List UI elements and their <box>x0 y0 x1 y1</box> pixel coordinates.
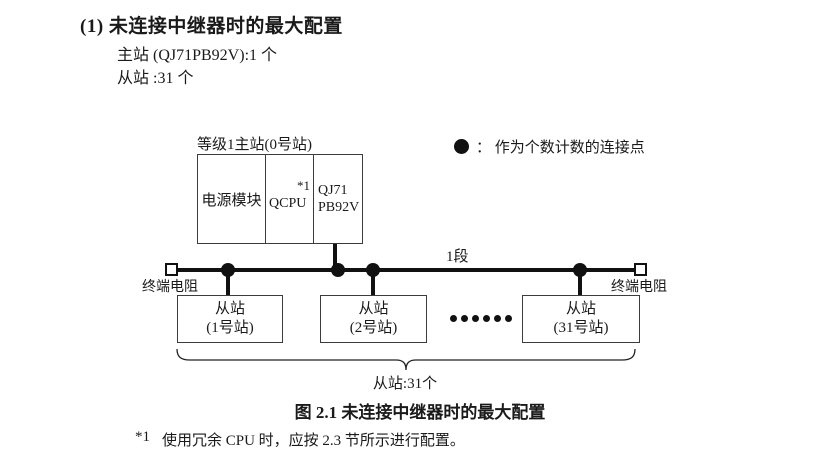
master-station-label: 等级1主站(0号站) <box>197 137 312 153</box>
slave-station-number: (31号站) <box>553 320 609 336</box>
slave-label: 从站 <box>358 301 389 317</box>
slave-station-number: (1号站) <box>206 320 254 336</box>
terminator-right-label: 终端电阻 <box>611 280 667 295</box>
connection-dot <box>331 263 345 277</box>
figure-caption: 图 2.1 未连接中继器时的最大配置 <box>294 403 546 422</box>
connection-dot <box>221 263 235 277</box>
qcpu-cell: *1 QCPU <box>266 155 314 243</box>
legend-label: ： 作为个数计数的连接点 <box>476 140 645 156</box>
ellipsis-dots <box>450 315 512 322</box>
section-heading: (1) 未连接中继器时的最大配置 <box>80 16 343 37</box>
connection-dot <box>366 263 380 277</box>
slave-box-1: 从站 (1号站) <box>177 295 283 343</box>
footnote-text: 使用冗余 CPU 时，应按 2.3 节所示进行配置。 <box>162 433 465 449</box>
slave2-drop-line <box>371 270 375 295</box>
slave-count-line: 从站 :31 个 <box>117 70 194 87</box>
slave-label: 从站 <box>214 301 245 317</box>
slave-box-2: 从站 (2号站) <box>320 295 427 343</box>
ellipsis-dot-icon <box>483 315 490 322</box>
pb92v-line2: PB92V <box>318 200 360 215</box>
ellipsis-dot-icon <box>461 315 468 322</box>
pb92v-line1: QJ71 <box>318 183 348 198</box>
slave31-drop-line <box>578 270 582 295</box>
bus-line <box>177 268 635 272</box>
qcpu-footnote-marker: *1 <box>297 178 310 193</box>
segment-label: 1段 <box>446 249 469 265</box>
ellipsis-dot-icon <box>505 315 512 322</box>
slave-station-number: (2号站) <box>349 320 398 336</box>
qcpu-label: QCPU <box>269 196 307 211</box>
slave1-drop-line <box>226 270 230 295</box>
power-module-cell: 电源模块 <box>198 155 266 243</box>
slave-total-label: 从站:31个 <box>372 376 438 392</box>
slave-label: 从站 <box>565 301 596 317</box>
pb92v-cell: QJ71 PB92V <box>314 155 362 243</box>
ellipsis-dot-icon <box>472 315 479 322</box>
curly-brace <box>176 348 636 371</box>
connection-point-icon <box>454 139 469 154</box>
ellipsis-dot-icon <box>494 315 501 322</box>
footnote-marker: *1 <box>135 429 150 445</box>
master-drop-line <box>333 244 337 270</box>
terminator-left-icon <box>165 263 178 276</box>
master-count-line: 主站 (QJ71PB92V):1 个 <box>117 47 278 64</box>
ellipsis-dot-icon <box>450 315 457 322</box>
master-station-box: 电源模块 *1 QCPU QJ71 PB92V <box>197 154 363 244</box>
terminator-left-label: 终端电阻 <box>142 280 198 295</box>
legend: ： 作为个数计数的连接点 <box>454 136 645 157</box>
slave-box-31: 从站 (31号站) <box>522 295 640 343</box>
terminator-right-icon <box>634 263 647 276</box>
connection-dot <box>573 263 587 277</box>
